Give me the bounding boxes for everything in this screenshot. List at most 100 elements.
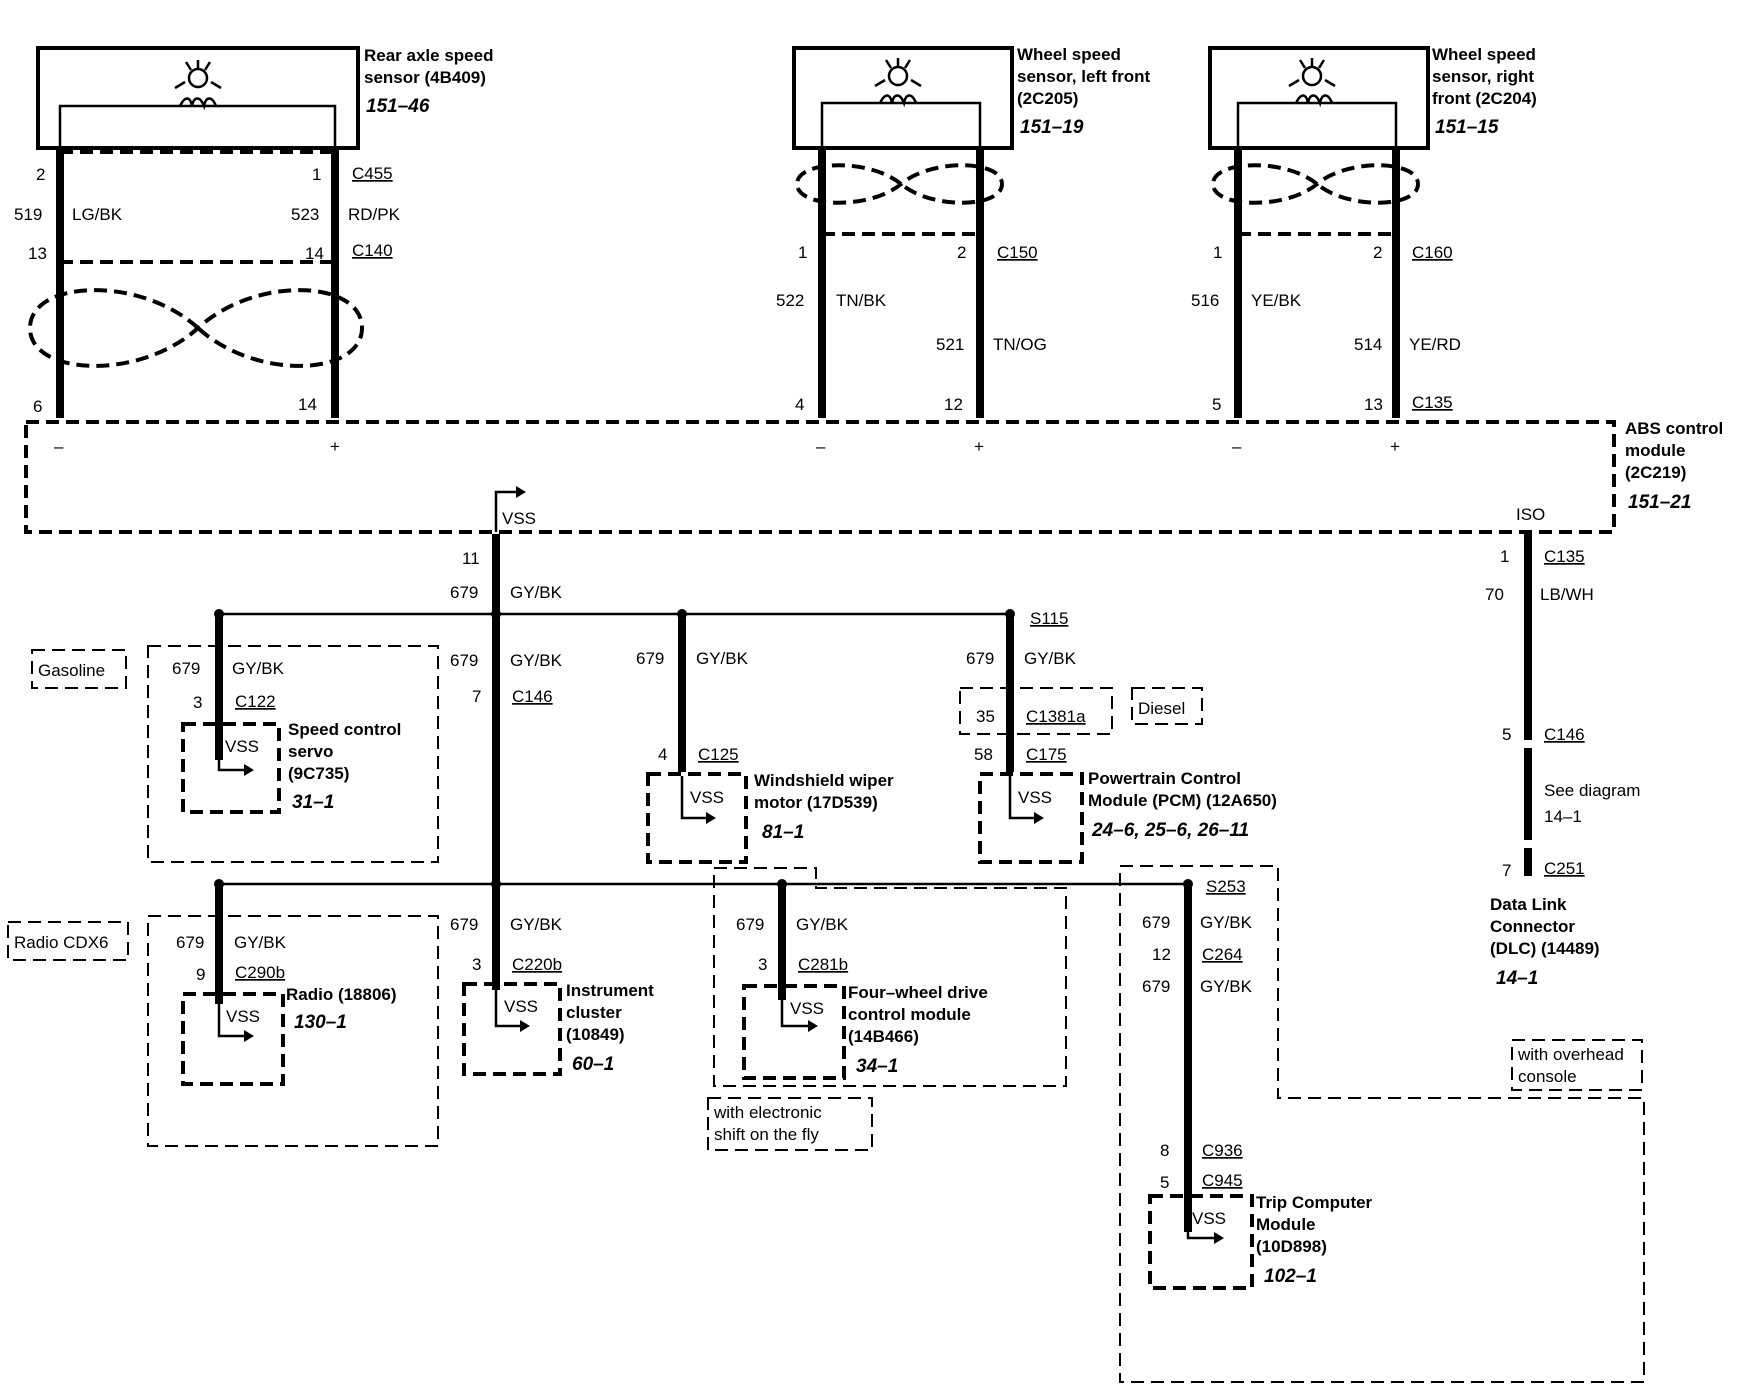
abs-ref: 151–21 (1628, 492, 1691, 513)
pin-label: 13 (1364, 395, 1383, 414)
cluster-name-3: (10849) (566, 1025, 625, 1044)
wire-color: LB/WH (1540, 585, 1594, 604)
pin-label: 2 (957, 243, 966, 262)
servo-vss-label: VSS (225, 737, 259, 756)
circuit-number: 679 (966, 649, 994, 668)
electronic-shift-label-1: with electronic (713, 1103, 822, 1122)
vss-input-symbol (1008, 776, 1038, 820)
trip-name-1: Trip Computer (1256, 1193, 1373, 1212)
wire-color: YE/BK (1251, 291, 1302, 310)
dlc-ref: 14–1 (1496, 968, 1538, 989)
connector-c281b: C281b (798, 955, 848, 974)
pin-label: 13 (28, 244, 47, 263)
pin-label: 4 (658, 745, 667, 764)
radio-cdx6-option-box (7, 921, 129, 961)
diesel-option-box (1131, 687, 1203, 725)
circuit-number: 516 (1191, 291, 1219, 310)
electronic-shift-option-box (707, 1097, 873, 1151)
circuit-number: 514 (1354, 335, 1382, 354)
wiper-motor-box (646, 772, 748, 864)
electronic-shift-option-region (713, 867, 1067, 1087)
gasoline-option-label: Gasoline (38, 661, 105, 680)
pin-label: 2 (1373, 243, 1382, 262)
polarity-pos: + (1390, 437, 1400, 456)
abs-name-1: ABS control (1625, 419, 1723, 438)
fwd-ref: 34–1 (856, 1056, 898, 1077)
vss-input-symbol (780, 1000, 812, 1028)
pin-label: 3 (758, 955, 767, 974)
vss-input-symbol (217, 760, 248, 772)
circuit-number: 522 (776, 291, 804, 310)
wire-color: GY/BK (234, 933, 287, 952)
cluster-name-1: Instrument (566, 981, 654, 1000)
see-diagram-ref: 14–1 (1544, 807, 1582, 826)
pin-label: 1 (312, 165, 321, 184)
sensor-symbol-icon (1288, 58, 1336, 88)
vss-input-symbol (1186, 1232, 1218, 1240)
connector-c264: C264 (1202, 945, 1243, 964)
vss-input-symbol (494, 990, 524, 1028)
trip-vss-label: VSS (1192, 1209, 1226, 1228)
pin-label: 9 (196, 965, 205, 984)
polarity-neg: – (1232, 437, 1242, 456)
vss-arrow-icon (1034, 812, 1044, 824)
pin-label: 5 (1212, 395, 1221, 414)
pin-label: 8 (1160, 1141, 1169, 1160)
pin-label: 7 (472, 687, 481, 706)
trip-name-3: (10D898) (1256, 1237, 1327, 1256)
connector-c251: C251 (1544, 859, 1585, 878)
connector-c146-iso: C146 (1544, 725, 1585, 744)
pin-label: 12 (944, 395, 963, 414)
circuit-number: 679 (172, 659, 200, 678)
connector-bars (60, 150, 1396, 264)
wiper-vss-label: VSS (690, 788, 724, 807)
splice-dots (214, 609, 1193, 889)
abs-control-module-box (24, 420, 1616, 534)
lf-sensor-name-2: sensor, left front (1017, 67, 1151, 86)
abs-name-2: module (1625, 441, 1685, 460)
splice-s253: S253 (1206, 877, 1246, 896)
pcm-ref: 24–6, 25–6, 26–11 (1091, 820, 1249, 841)
wiper-ref: 81–1 (762, 822, 804, 843)
cluster-ref: 60–1 (572, 1054, 614, 1075)
circuit-number: 679 (450, 915, 478, 934)
lf-sensor-ref: 151–19 (1020, 117, 1084, 138)
dlc-name-3: (DLC) (14489) (1490, 939, 1600, 958)
radio-box (181, 992, 285, 1086)
rf-sensor-name-3: front (2C204) (1432, 89, 1537, 108)
circuit-number: 679 (1142, 913, 1170, 932)
pin-label: 35 (976, 707, 995, 726)
pin-label: 1 (1213, 243, 1222, 262)
rf-sensor-name-2: sensor, right (1432, 67, 1534, 86)
polarity-pos: + (974, 437, 984, 456)
fwd-name-1: Four–wheel drive (848, 983, 988, 1002)
radio-ref: 130–1 (294, 1012, 347, 1033)
connector-c140: C140 (352, 241, 393, 260)
circuit-number: 521 (936, 335, 964, 354)
polarity-pos: + (330, 437, 340, 456)
trip-ref: 102–1 (1264, 1266, 1317, 1287)
wire-color: GY/BK (510, 915, 563, 934)
rear-axle-speed-sensor (36, 46, 360, 150)
overhead-console-label-1: with overhead (1517, 1045, 1624, 1064)
gasoline-option-box (31, 649, 127, 689)
gasoline-option-region (147, 645, 439, 863)
sensor-symbol-icon (174, 60, 222, 90)
connector-c455: C455 (352, 164, 393, 183)
circuit-number: 679 (450, 583, 478, 602)
vss-arrow-icon (520, 1020, 530, 1032)
connector-c135-top: C135 (1412, 393, 1453, 412)
wire-color: GY/BK (1200, 977, 1253, 996)
radio-option-region (147, 915, 439, 1147)
connector-c1381a: C1381a (1026, 707, 1086, 726)
vss-arrow-icon (808, 1020, 818, 1032)
connector-c125: C125 (698, 745, 739, 764)
wire-color: GY/BK (796, 915, 849, 934)
radio-cdx6-option-label: Radio CDX6 (14, 933, 109, 952)
pcm-box (978, 772, 1084, 864)
circuit-number: 70 (1485, 585, 1504, 604)
dlc-name-2: Connector (1490, 917, 1575, 936)
overhead-console-label-2: console (1518, 1067, 1577, 1086)
circuit-number: 679 (636, 649, 664, 668)
